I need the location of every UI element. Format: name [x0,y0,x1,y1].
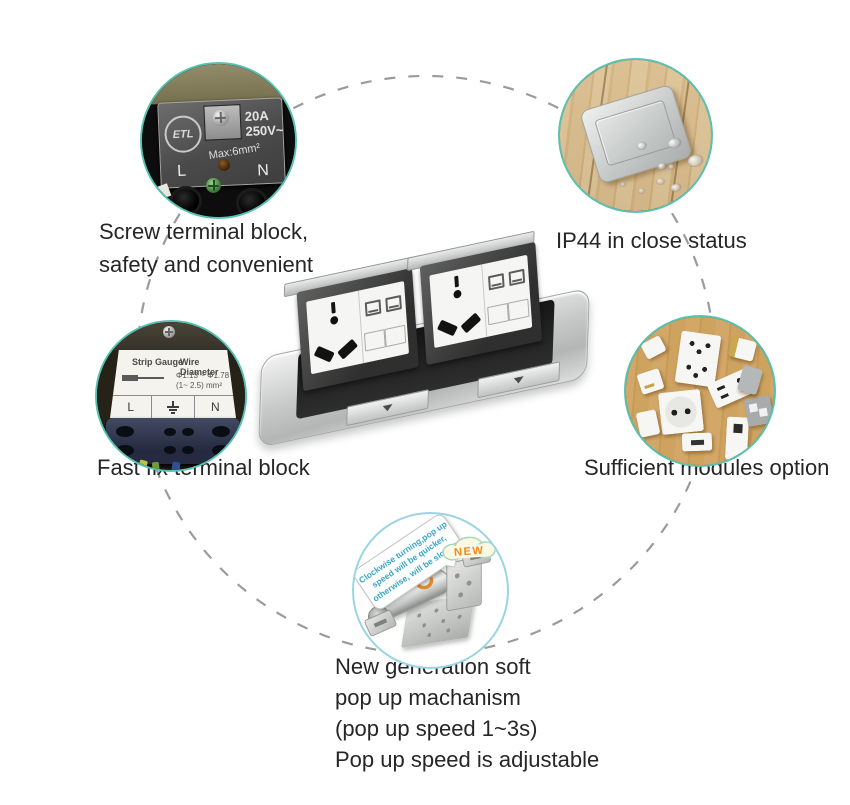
blank-port [487,302,509,326]
schuko-module [657,388,705,436]
earth-screw-icon [206,178,221,193]
socket-hole [170,186,202,216]
socket-hole [460,312,482,334]
new-badge: NEW [442,536,496,561]
popup-face [306,280,410,375]
water-drop [638,188,645,194]
caption-mechanism: New generation soft pop up machanism (po… [335,651,599,775]
wiring-label: Strip Gauge Wire Diameter Φ1.13 ~ Φ1.78 … [110,350,236,418]
caption-line: Pop up speed is adjustable [335,747,600,772]
blank-port [363,329,386,352]
data-port-icon [364,299,381,317]
data-ports [482,255,532,337]
live-label: L [176,162,187,180]
data-ports [359,281,409,363]
terminal-hole [164,428,176,436]
water-drop [656,178,665,185]
caption-screw-terminal: Screw terminal block, safety and conveni… [99,215,313,281]
caption-line: pop up machanism [335,685,521,710]
socket-hole [236,188,268,217]
data-port-icon [384,294,402,313]
neutral-label: N [210,400,220,414]
live-label: L [110,396,153,418]
data-port-icon [487,273,505,291]
terminal-block-plate: ETL 20A 250V~ Max:6mm² L N [157,97,286,189]
earth-symbol-icon [165,400,180,414]
terminal-hole [182,446,194,454]
terminal-hole [116,445,134,456]
earth-cell [152,396,195,418]
area-range: (1~ 2.5) mm² [176,381,223,390]
max-wire-label: Max:6mm² [207,141,262,163]
screw-terminal-photo-circle: ETL 20A 250V~ Max:6mm² L N [140,62,297,219]
terminal-hole [212,426,230,437]
rj45-module [743,394,774,428]
terminal-hole [212,445,230,456]
volt-rating: 250V~ [245,122,284,139]
terminal-block [106,418,240,464]
strip-gauge-icon [122,374,166,382]
caption-line: Screw terminal block, [99,219,309,244]
neutral-label: N [256,161,270,180]
modules-photo-circle [624,315,776,467]
wire-diameter-label: Wire Diameter [180,357,219,377]
cover-emboss [594,99,678,167]
ip44-photo-circle [558,58,713,213]
terminal-hole [116,426,134,437]
rating-label: 20A 250V~ [245,107,284,139]
blank-port [507,298,530,322]
socket-module [674,330,722,388]
fast-fix-photo-circle: Strip Gauge Wire Diameter Φ1.13 ~ Φ1.78 … [95,320,247,472]
triangle-down-icon [382,403,393,412]
switch-module [724,416,750,461]
new-badge-text: NEW [454,545,485,559]
water-drop [620,182,626,187]
universal-socket [306,290,365,375]
caption-line: (pop up speed 1~3s) [335,716,538,741]
amp-rating: 20A [244,107,270,124]
socket-hole [453,275,459,288]
socket-hole [452,289,462,300]
caption-ip44: IP44 in close status [556,228,747,253]
terminal-hole [164,446,176,454]
mechanism-photo-circle: Clockwise turning,pop up speed will be q… [352,512,509,669]
wire-hole [217,158,231,172]
diameter-range: Φ1.13 ~ Φ1.78 [176,371,230,380]
universal-socket [429,264,488,349]
socket-hole [330,301,336,314]
etl-cert-mark: ETL [163,114,203,154]
blank-port [384,324,407,348]
popup-face [429,254,533,349]
socket-hole [329,315,338,326]
product-image-popup-socket [248,230,593,448]
terminal-hole [182,428,194,436]
water-drop [668,164,675,170]
triangle-down-icon [513,375,524,384]
data-port-icon [508,268,525,287]
usb-module [681,432,713,452]
socket-hole [337,338,359,360]
terminal-row: L N [110,395,236,418]
strip-gauge-label: Strip Gauge [132,357,184,367]
socket-hole [313,345,335,363]
screw-icon [163,326,175,338]
caption-line: safety and convenient [99,252,314,277]
socket-hole [436,319,458,337]
